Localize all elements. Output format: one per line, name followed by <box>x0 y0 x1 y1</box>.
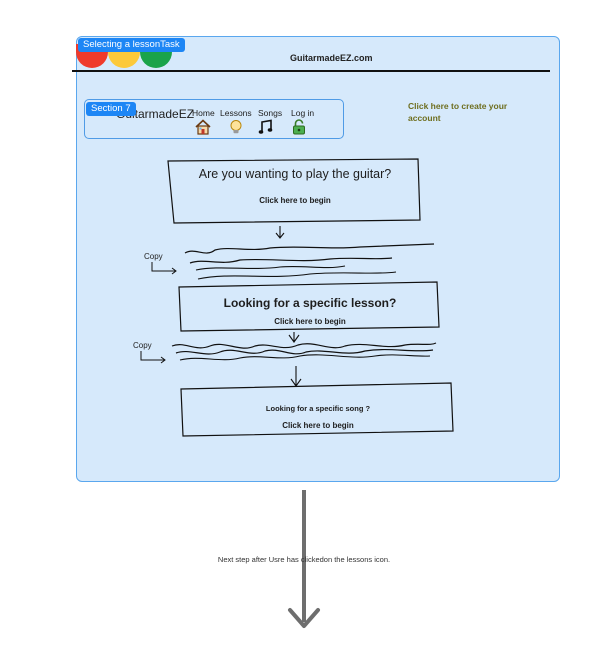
card-3-title: Looking for a specific song ? <box>265 404 371 413</box>
music-notes-icon[interactable] <box>258 119 274 135</box>
nav-login-label[interactable]: Log in <box>291 108 315 118</box>
nav-songs-label[interactable]: Songs <box>258 108 283 118</box>
nav-bar <box>84 99 344 139</box>
house-icon[interactable] <box>195 119 211 135</box>
copy-label-1: Copy <box>144 252 163 261</box>
lightbulb-icon[interactable] <box>228 119 244 135</box>
frame-name-tag: Selecting a lessonTask <box>78 38 185 52</box>
next-step-arrowhead <box>288 608 320 628</box>
site-title: GuitarmadeEZ.com <box>290 53 373 63</box>
create-account-link[interactable]: Click here to create your account <box>408 101 508 123</box>
header-divider <box>72 70 550 72</box>
section-name-tag: Section 7 <box>86 102 136 116</box>
nav-home-label[interactable]: Home <box>192 108 215 118</box>
connector-caption: Next step after Usre has clickedon the l… <box>217 555 391 564</box>
padlock-icon[interactable] <box>291 119 307 135</box>
card-1-title: Are you wanting to play the guitar? <box>198 167 392 181</box>
card-3-cta[interactable]: Click here to begin <box>282 421 354 430</box>
nav-lessons-label[interactable]: Lessons <box>220 108 252 118</box>
card-2-cta[interactable]: Click here to begin <box>274 317 346 326</box>
card-2-title: Looking for a specific lesson? <box>223 296 397 310</box>
card-1-cta[interactable]: Click here to begin <box>259 196 331 205</box>
copy-label-2: Copy <box>133 341 152 350</box>
